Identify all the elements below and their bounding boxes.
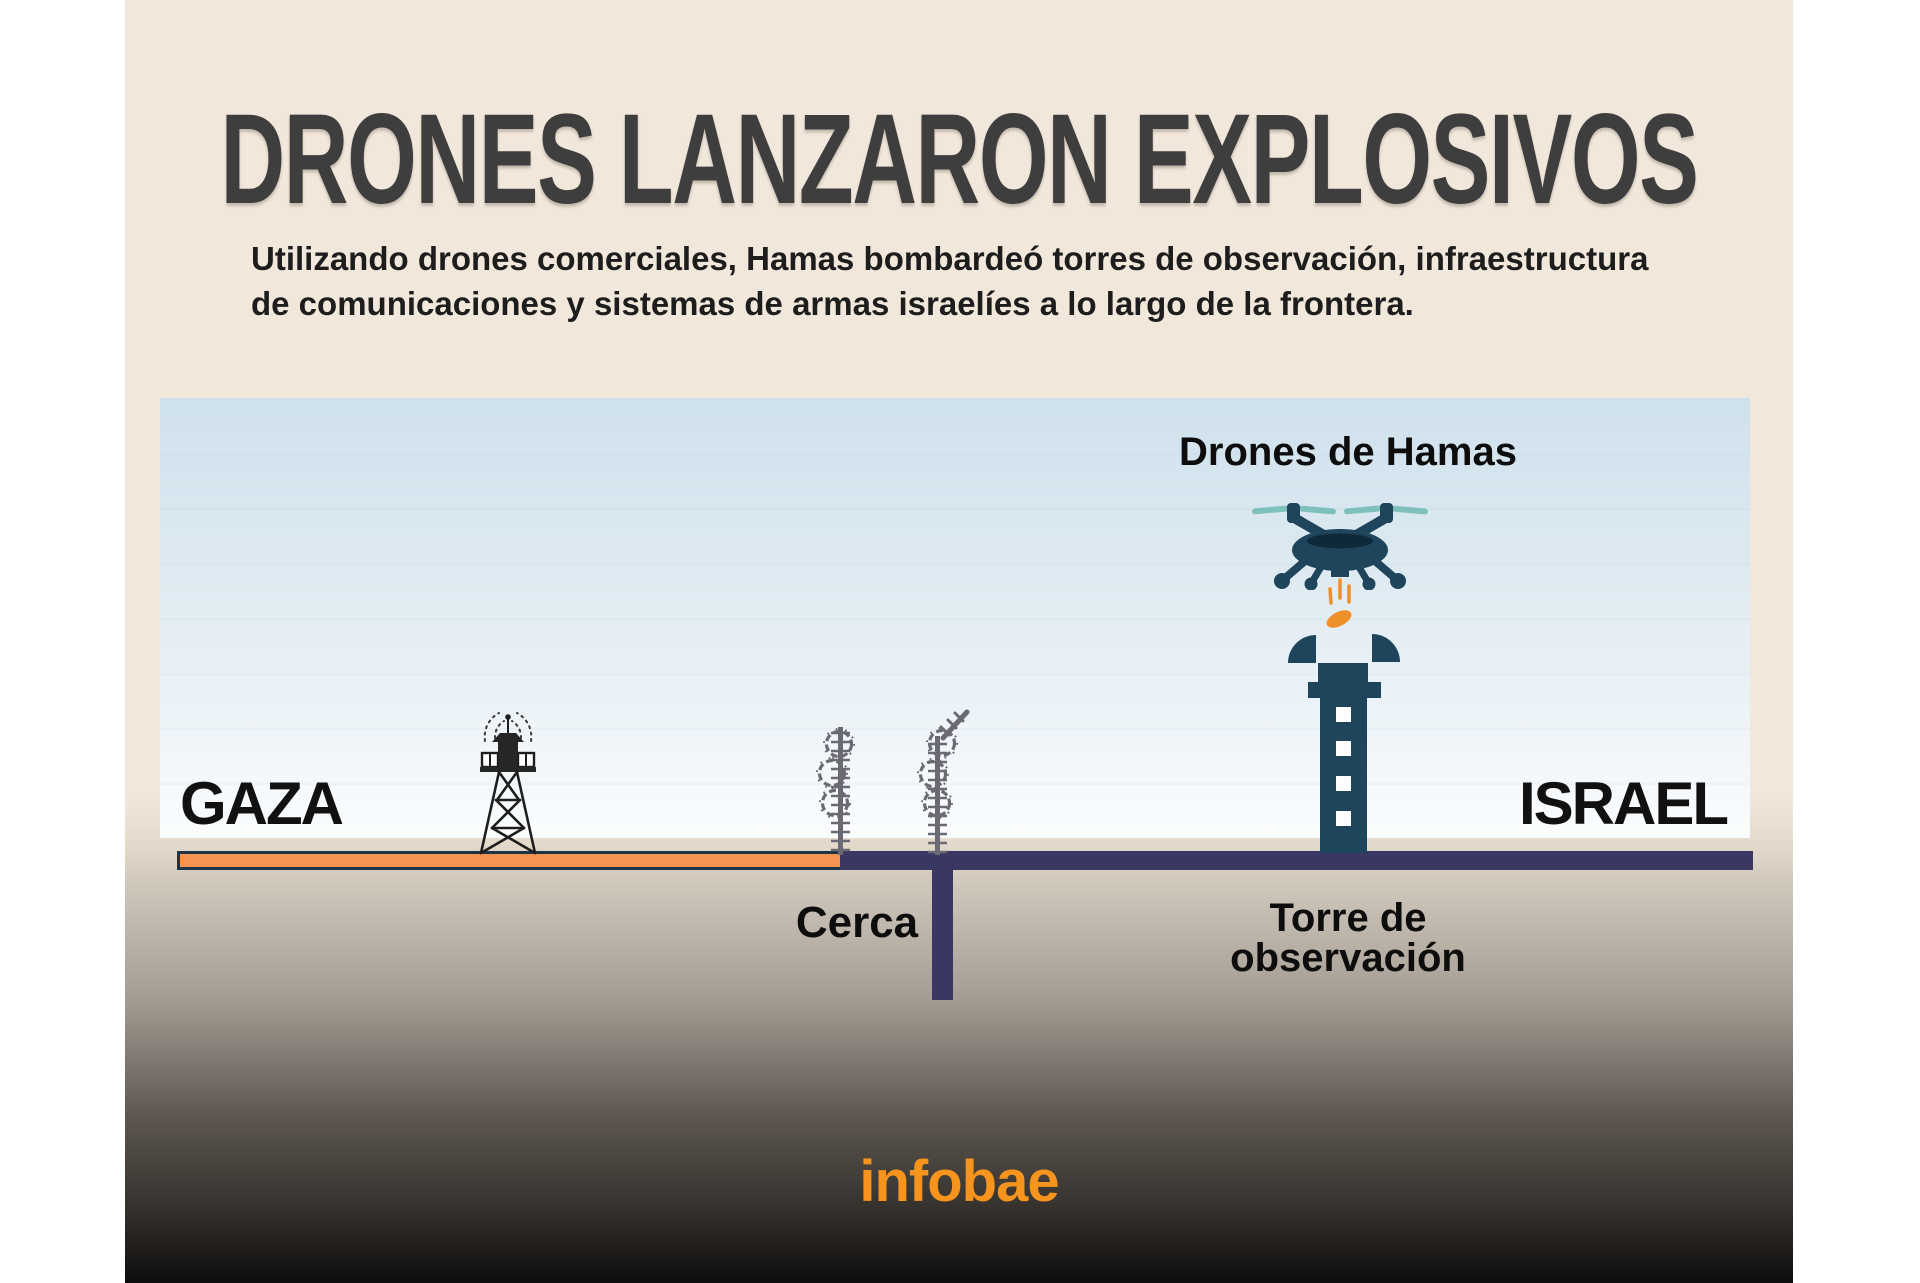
israel-border-line	[840, 851, 1753, 870]
barbed-wire-fence-icon	[816, 727, 855, 855]
hamas-drone-icon	[1252, 503, 1428, 590]
torre-observacion-label: Torre de observación	[1148, 898, 1548, 978]
page-title: DRONES LANZARON EXPLOSIVOS	[220, 88, 1699, 231]
observation-tower-cap	[1318, 663, 1368, 683]
page-subtitle: Utilizando drones comerciales, Hamas bom…	[251, 236, 1648, 326]
tower-window	[1336, 776, 1351, 791]
tower-window	[1336, 811, 1351, 826]
broken-barbed-wire-fence-icon	[917, 709, 970, 855]
observation-tower-ledge	[1308, 682, 1381, 698]
gaza-border-line	[177, 851, 840, 870]
infobae-logo: infobae	[859, 1149, 1059, 1214]
explosive-bomb-icon	[1326, 578, 1352, 628]
drones-de-hamas-label: Drones de Hamas	[1179, 430, 1517, 474]
gaza-watchtower-icon	[479, 712, 537, 855]
cerca-label: Cerca	[795, 898, 919, 947]
fence-underground-post	[932, 869, 953, 1000]
title-row: DRONES LANZARON EXPLOSIVOS	[125, 96, 1793, 224]
tower-window	[1336, 707, 1351, 722]
sky-scene	[160, 398, 1750, 838]
subtitle-line-1: Utilizando drones comerciales, Hamas bom…	[251, 240, 1649, 277]
gaza-label: GAZA	[180, 770, 344, 837]
israel-label: ISRAEL	[1518, 770, 1729, 837]
torre-label-line-2: observación	[1230, 936, 1466, 980]
infographic-canvas: DRONES LANZARON EXPLOSIVOS Utilizando dr…	[125, 0, 1793, 1283]
observation-tower-column	[1320, 697, 1367, 853]
tower-window	[1336, 741, 1351, 756]
subtitle-line-2: de comunicaciones y sistemas de armas is…	[251, 285, 1414, 322]
torre-label-line-1: Torre de	[1269, 896, 1427, 940]
